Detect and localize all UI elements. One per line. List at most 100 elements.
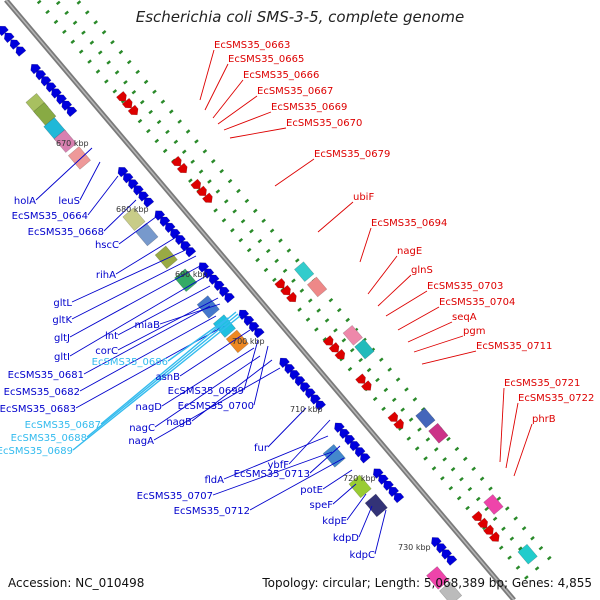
track-dot [509,536,515,541]
track-dot [45,9,50,15]
reverse-label-leader [249,457,345,511]
reverse-label-leader [69,275,207,357]
scale-label-680: 680 kbp [116,205,149,214]
reverse-gene-arrow [446,555,458,566]
highlight-label-leader [100,311,237,425]
track-dot [414,446,420,451]
gene-label: EcSMS35_0703 [427,281,503,292]
track-dot [341,338,347,343]
track-dot [156,119,162,125]
reverse-label-leader [159,303,221,325]
track-dot [263,267,269,273]
gene-label: kdpC [350,550,375,561]
track-dot [198,169,204,174]
track-dot [412,397,418,402]
track-dot [55,0,61,6]
track-dot [154,138,160,144]
reverse-gene-arrow [154,210,166,221]
reverse-gene-arrow [393,492,405,504]
forward-gene-arrow [190,178,202,190]
track-dot [246,247,252,253]
gene-label: gltL [53,298,72,309]
forward-label-leader [217,95,258,125]
track-dot [496,496,502,501]
forward-gene-arrow [280,284,291,296]
gene-label: EcSMS35_0668 [28,227,104,238]
track-dot [358,357,363,363]
reverse-gene-arrow [0,25,9,37]
gene-block [122,207,146,231]
reverse-gene-arrow [254,328,265,339]
track-dot [375,377,380,383]
forward-label-leader [223,111,272,131]
gene-label: kdpD [333,533,359,544]
reverse-label-leader [179,329,251,377]
gene-label: EcSMS35_0667 [257,86,333,97]
track-dot [255,257,260,263]
track-dot [507,555,512,560]
track-dot [278,238,283,243]
reverse-gene-arrow [219,286,230,298]
reverse-label-leader [71,255,197,320]
reverse-gene-arrow [310,394,321,405]
track-dot [101,30,107,35]
forward-label-leader [377,274,412,307]
track-dot [112,89,118,94]
gene-block [354,338,375,360]
reverse-gene-arrow [3,32,15,44]
forward-label-leader [359,227,372,263]
forward-gene-arrow [483,524,494,535]
forward-label-leader [212,79,244,119]
gene-label: EcSMS35_0694 [371,218,447,229]
gene-block [294,261,315,283]
track-dot [131,90,137,95]
reverse-gene-arrow [40,76,52,87]
forward-gene-arrow [334,348,346,360]
reverse-gene-arrow [143,197,155,208]
reverse-gene-arrow [224,292,235,304]
reverse-gene-arrow [372,468,384,479]
genome-title: Escherichia coli SMS-3-5, complete genom… [135,8,465,26]
track-dot [347,366,353,372]
forward-label-leader [199,49,215,101]
track-dot [213,208,218,213]
gene-label: phrB [532,414,556,425]
gene-block [517,543,538,565]
track-dot [162,148,168,154]
track-dot [333,328,338,333]
reverse-gene-arrow [299,382,311,393]
gene-label: nagE [397,246,422,257]
forward-gene-arrow [274,277,286,289]
gene-label: gltI [54,352,70,363]
track-dot [70,39,76,44]
reverse-label-leader [322,469,353,490]
track-dot [143,79,149,85]
forward-gene-labels: EcSMS35_0663 EcSMS35_0665 EcSMS35_0666 E… [214,40,594,425]
track-dot [471,466,476,472]
track-dot [89,40,95,45]
reverse-gene-arrow [15,46,27,57]
track-dot [534,566,540,571]
track-dot [104,79,109,84]
reverse-gene-arrow [388,486,400,498]
track-dot [257,238,263,244]
highlight-label-leader [167,317,229,362]
track-dot [185,129,191,134]
track-dot [462,456,468,462]
reverse-label-leader [309,445,341,474]
reverse-label-leader [79,315,217,392]
gene-label: EcSMS35_0704 [439,297,515,308]
track-dot [93,20,98,25]
track-dot [465,505,470,511]
gene-label: EcSMS35_0665 [228,54,304,65]
reverse-gene-arrow [315,400,327,411]
reverse-label-leader [75,325,225,409]
track-dot [517,546,523,551]
gene-label: asnB [155,372,180,383]
reverse-gene-arrow [208,274,220,285]
forward-label-leader [367,255,398,295]
track-dot [62,29,67,35]
track-dot [395,377,401,382]
gene-label: miaB [134,320,160,331]
